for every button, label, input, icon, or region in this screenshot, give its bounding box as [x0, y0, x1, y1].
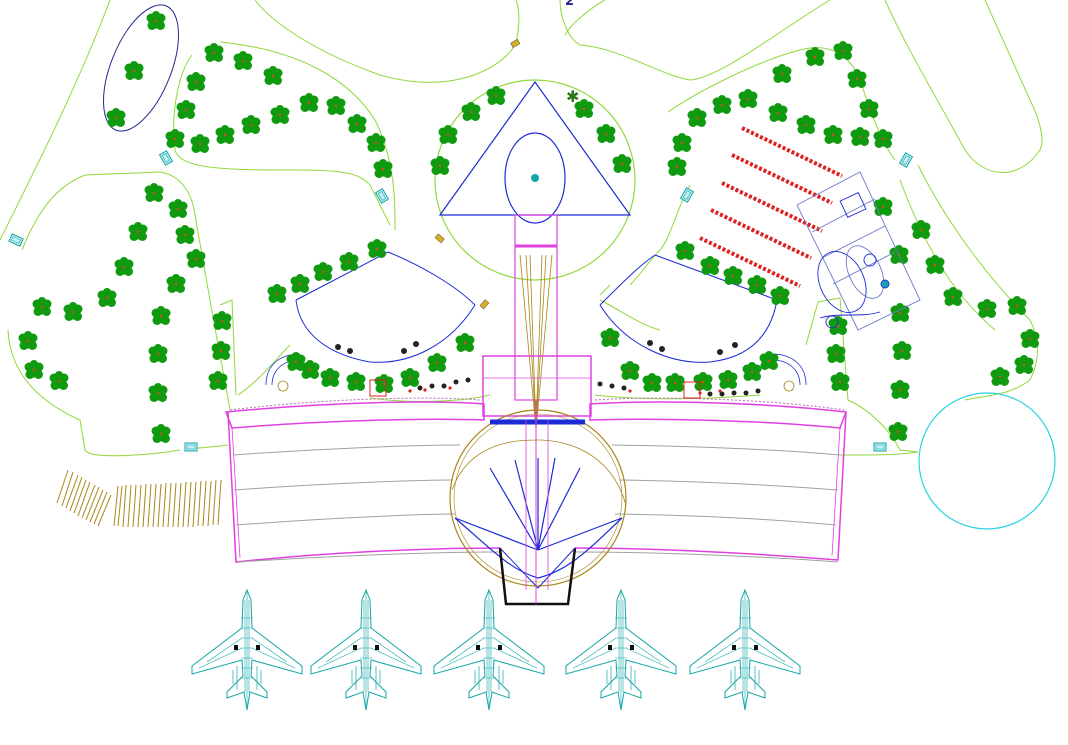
- aircraft-icon: [433, 589, 545, 711]
- aircraft-icon: [310, 589, 422, 711]
- north-label: 2: [565, 0, 574, 9]
- shrubs: [335, 340, 761, 397]
- aircraft-row: [191, 589, 801, 711]
- shelter-icon: [899, 152, 913, 168]
- aircraft-icon: [689, 589, 801, 711]
- bus-terminal: [796, 171, 921, 331]
- shelter-icon: [184, 442, 198, 452]
- landscape-bays: [295, 251, 778, 363]
- central-concourse: [449, 400, 627, 606]
- terminal-building: [224, 397, 848, 563]
- shelter-icon: [159, 150, 173, 166]
- shelter-icon: [873, 442, 887, 452]
- shelter-icon: [8, 233, 24, 247]
- parking-rows: [699, 126, 843, 288]
- column-rows: [56, 469, 222, 528]
- planter-markers: [369, 379, 722, 399]
- planter-oval: [103, 4, 179, 132]
- aircraft-icon: [191, 589, 303, 711]
- terminal-spine: [482, 214, 592, 431]
- vehicles: [434, 38, 521, 310]
- pond: [918, 392, 1056, 530]
- palm-icon: ✱: [566, 87, 579, 106]
- aircraft-icon: [565, 589, 677, 711]
